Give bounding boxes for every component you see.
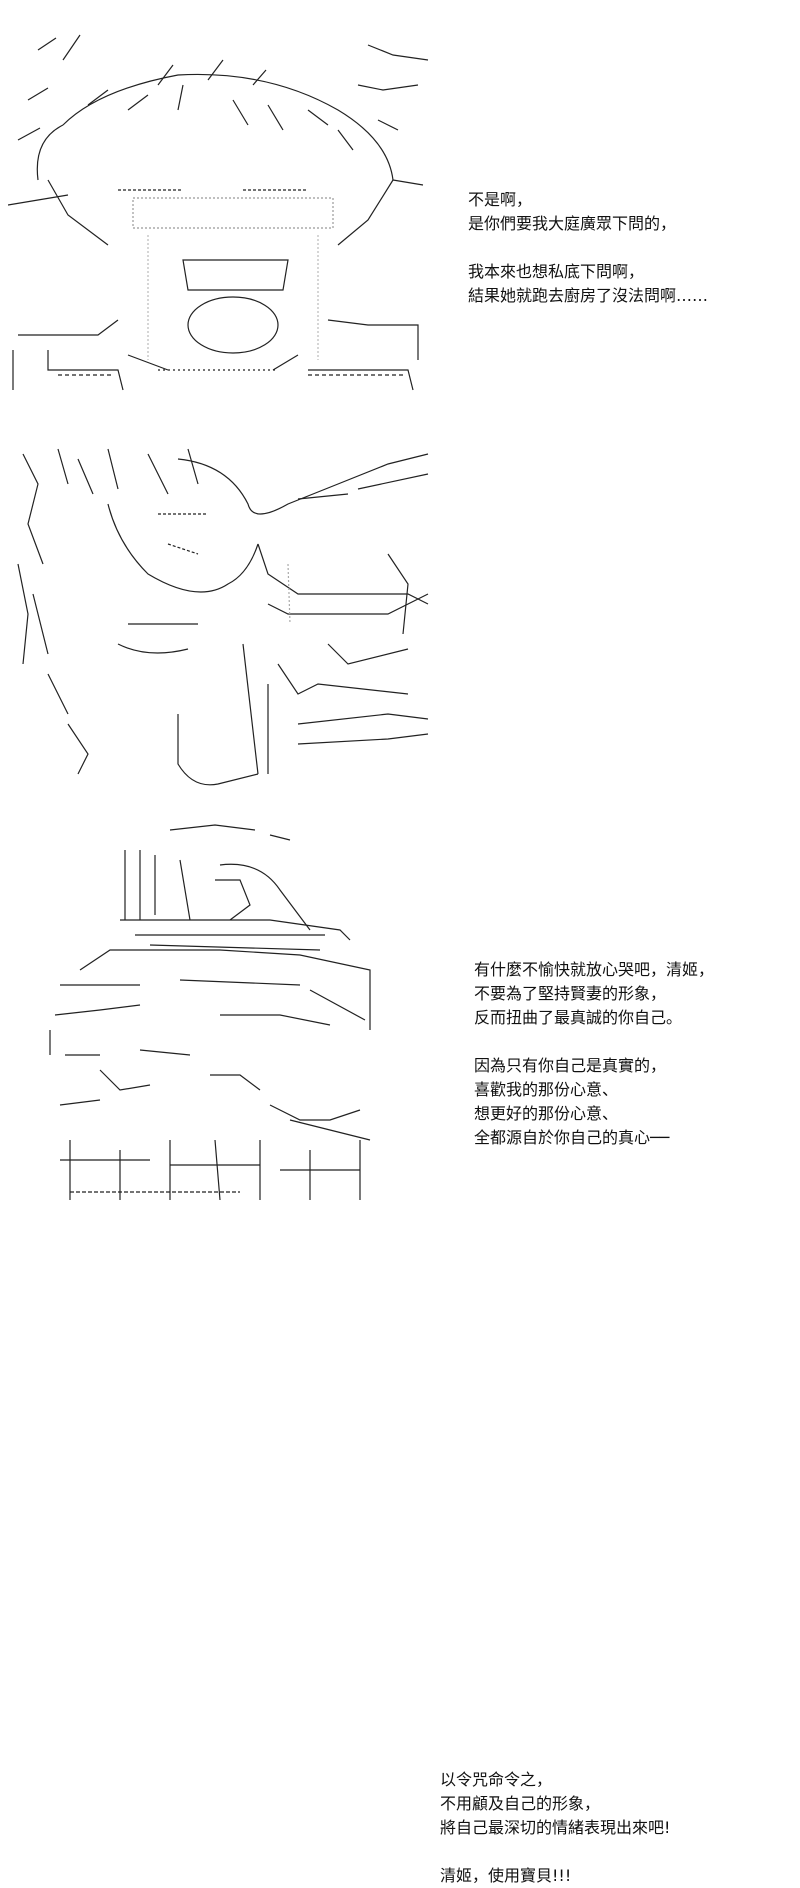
panel-2: 有什麼不愉快就放心哭吧，清姬， 不要為了堅持賢妻的形象， 反而扭曲了最真誠的你自… — [0, 420, 800, 1147]
dialogue-1-line-5: 結果她就跑去廚房了沒法問啊…… — [468, 286, 709, 305]
ascii-art-figure-1 — [8, 30, 438, 400]
dialogue-2-line-8: 全都源自於你自己的真心── — [474, 1128, 670, 1147]
dialogue-3-line-1: 以令咒命令之， — [440, 1770, 553, 1789]
panel-1: 不是啊， 是你們要我大庭廣眾下問的， 我本來也想私底下問啊， 結果她就跑去廚房了… — [0, 0, 800, 420]
dialogue-2-line-3: 反而扭曲了最真誠的你自己。 — [474, 1008, 683, 1027]
dialogue-3-line-5: 清姬，使用寶貝!!! — [440, 1866, 572, 1885]
dialogue-3: 以令咒命令之， 不用顧及自己的形象， 將自己最深切的情緒表現出來吧! 清姬，使用… — [440, 1768, 670, 1888]
dialogue-2-line-5: 因為只有你自己是真實的， — [474, 1056, 667, 1075]
dialogue-2-line-1: 有什麼不愉快就放心哭吧，清姬， — [474, 960, 715, 979]
panel-3: 以令咒命令之， 不用顧及自己的形象， 將自己最深切的情緒表現出來吧! 清姬，使用… — [0, 810, 800, 1885]
dialogue-1-line-2: 是你們要我大庭廣眾下問的， — [468, 214, 677, 233]
dialogue-3-line-3: 將自己最深切的情緒表現出來吧! — [440, 1818, 671, 1837]
ascii-art-figure-3 — [40, 820, 390, 1200]
dialogue-3-line-2: 不用顧及自己的形象， — [440, 1794, 601, 1813]
dialogue-1-line-4: 我本來也想私底下問啊， — [468, 262, 645, 281]
ascii-art-figure-2 — [8, 444, 438, 804]
dialogue-1-line-3 — [468, 236, 708, 260]
dialogue-2-line-6: 喜歡我的那份心意、 — [474, 1080, 619, 1099]
dialogue-3-line-4 — [440, 1840, 670, 1864]
dialogue-1: 不是啊， 是你們要我大庭廣眾下問的， 我本來也想私底下問啊， 結果她就跑去廚房了… — [468, 188, 708, 308]
dialogue-1-line-1: 不是啊， — [468, 190, 533, 209]
dialogue-2: 有什麼不愉快就放心哭吧，清姬， 不要為了堅持賢妻的形象， 反而扭曲了最真誠的你自… — [474, 958, 714, 1150]
dialogue-2-line-7: 想更好的那份心意、 — [474, 1104, 619, 1123]
dialogue-2-line-2: 不要為了堅持賢妻的形象， — [474, 984, 667, 1003]
